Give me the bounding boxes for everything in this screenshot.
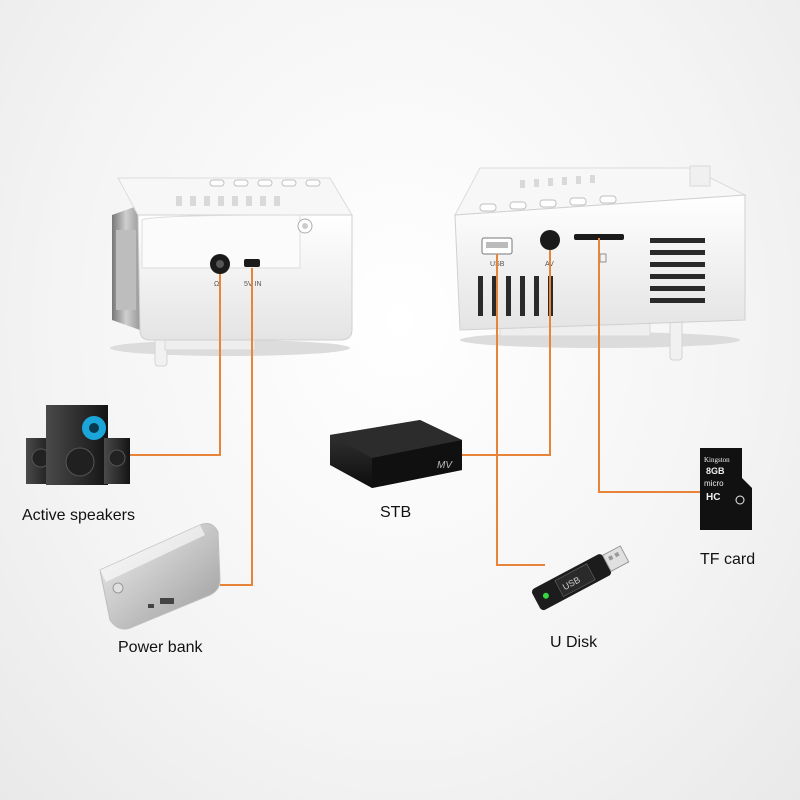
tf-type: micro — [704, 479, 724, 488]
label-power-bank: Power bank — [118, 639, 203, 656]
u-disk-device: USB — [531, 545, 630, 611]
label-active-speakers: Active speakers — [22, 507, 135, 524]
line-dc-to-powerbank — [220, 268, 253, 586]
tf-capacity: 8GB — [706, 466, 725, 476]
line-tf-to-card — [598, 238, 700, 493]
audio-port-label: Ω — [214, 281, 219, 288]
line-av-to-stb — [462, 250, 551, 456]
line-audio-to-speakers — [128, 274, 221, 456]
label-tf-card: TF card — [700, 551, 755, 568]
tf-brand: Kingston — [704, 456, 730, 464]
stb-device: MV — [330, 420, 462, 488]
label-u-disk: U Disk — [550, 634, 598, 651]
tf-card-slot — [574, 234, 624, 240]
projector-right: USB AV — [454, 165, 747, 361]
connector-lines — [128, 238, 700, 586]
top-buttons — [209, 179, 321, 187]
active-speakers-device — [26, 405, 130, 485]
tf-card-device: Kingston 8GB micro HC — [700, 448, 752, 530]
line-usb-to-udisk — [496, 254, 545, 566]
top-buttons-right — [479, 195, 617, 212]
power-bank-device — [99, 523, 221, 630]
stb-brand: MV — [437, 460, 453, 471]
av-port — [540, 230, 560, 250]
projector-left: Ω 5V IN — [110, 177, 353, 367]
label-stb: STB — [380, 504, 411, 521]
dc-in-port — [244, 259, 260, 267]
tf-class: HC — [706, 492, 720, 503]
